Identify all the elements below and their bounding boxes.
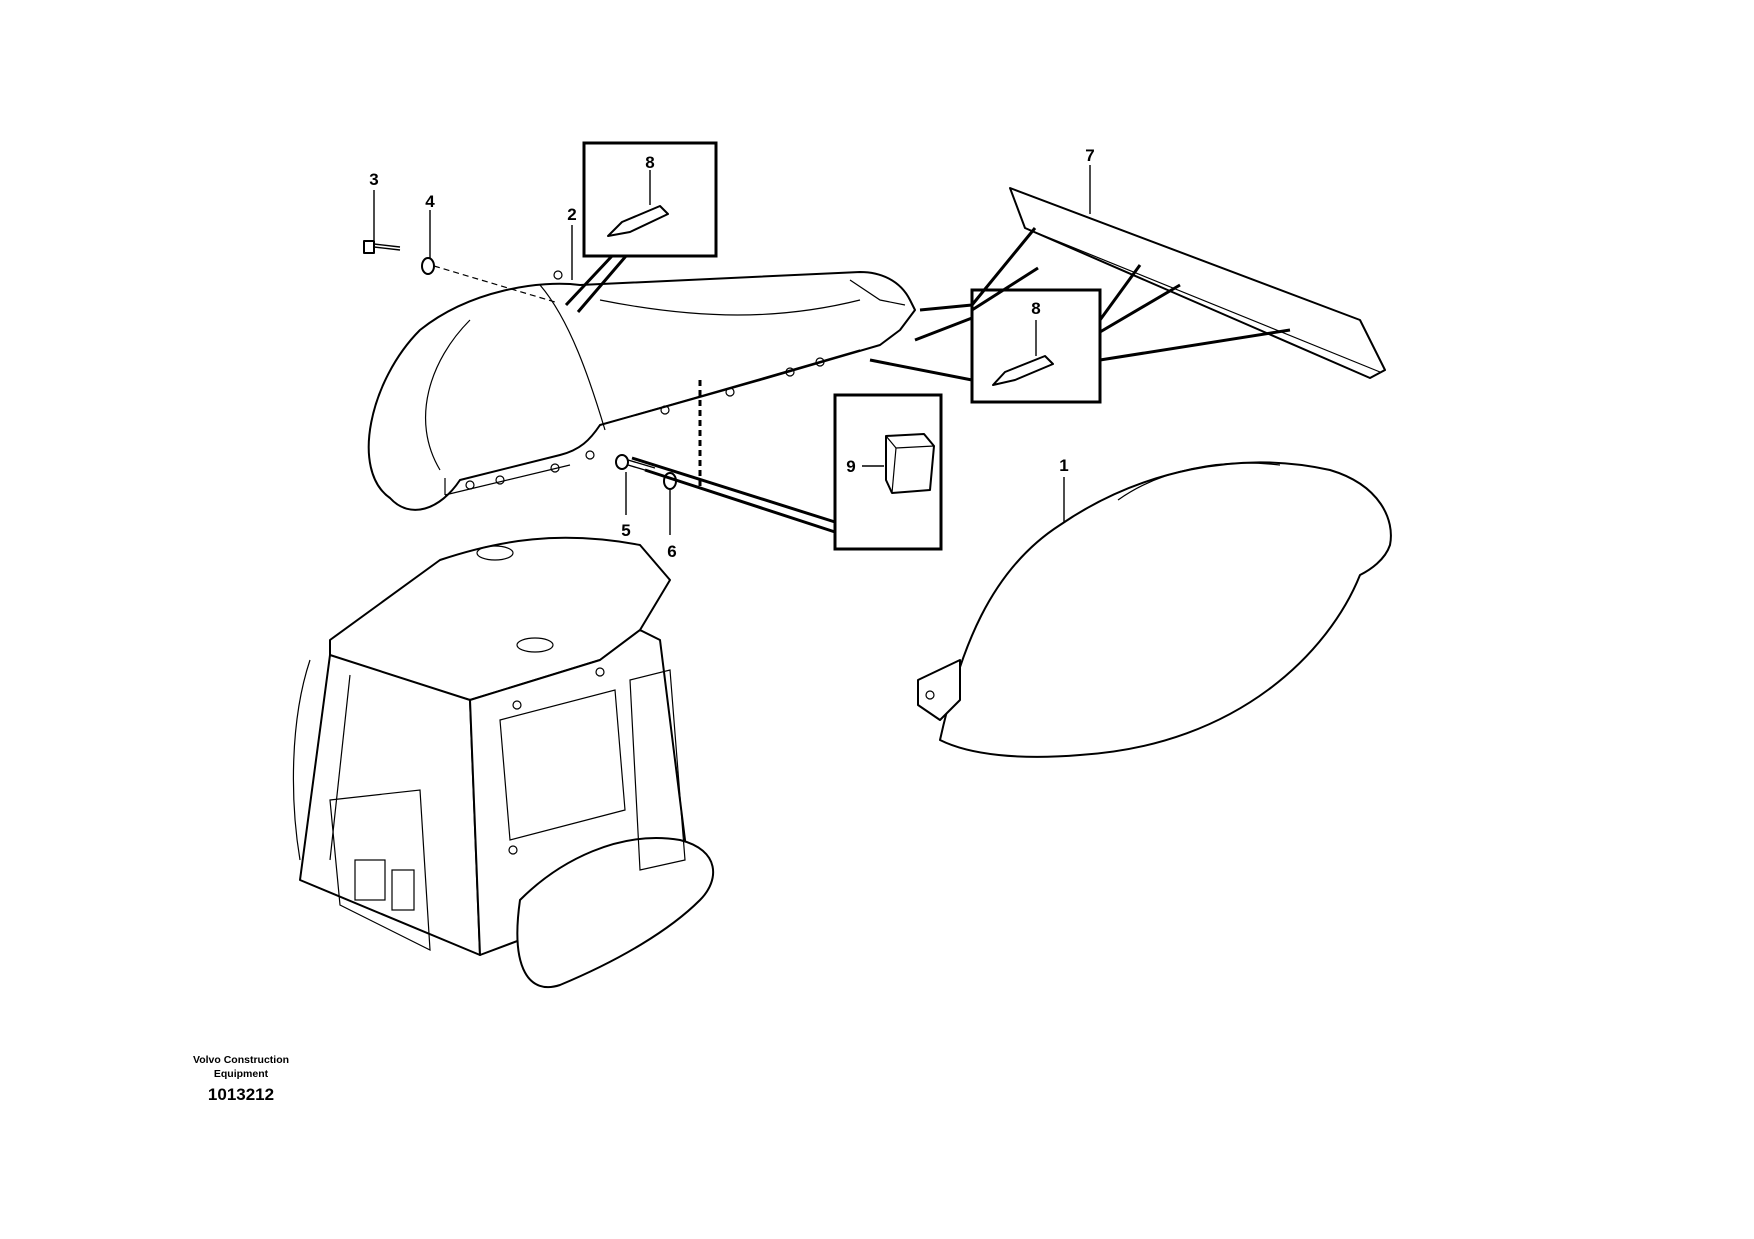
callout-8-top: 8 xyxy=(645,153,654,172)
callout-8-right: 8 xyxy=(1031,299,1040,318)
cab-assembly xyxy=(292,536,715,989)
callout-4: 4 xyxy=(425,192,435,211)
fender-part-1 xyxy=(917,461,1392,758)
callout-6: 6 xyxy=(667,542,676,561)
bolt-part-5 xyxy=(615,454,656,474)
callout-7: 7 xyxy=(1085,146,1094,165)
callout-5: 5 xyxy=(621,521,630,540)
detail-box-part-8-right: 8 xyxy=(869,227,1291,404)
edge-strip-part-7 xyxy=(1009,187,1386,379)
fender-cover-part-2 xyxy=(367,270,916,511)
bolt-part-3 xyxy=(363,240,401,254)
callout-1: 1 xyxy=(1059,456,1068,475)
callout-9: 9 xyxy=(846,457,855,476)
detail-box-part-9: 9 xyxy=(631,393,943,551)
callout-3: 3 xyxy=(369,170,378,189)
callout-2: 2 xyxy=(567,205,576,224)
company-name-line2: Equipment xyxy=(214,1068,269,1080)
detail-box-part-8-top: 8 xyxy=(564,141,718,313)
company-name-line1: Volvo Construction xyxy=(193,1054,289,1066)
document-number: 1013212 xyxy=(208,1085,274,1104)
washer-part-4 xyxy=(421,257,435,275)
